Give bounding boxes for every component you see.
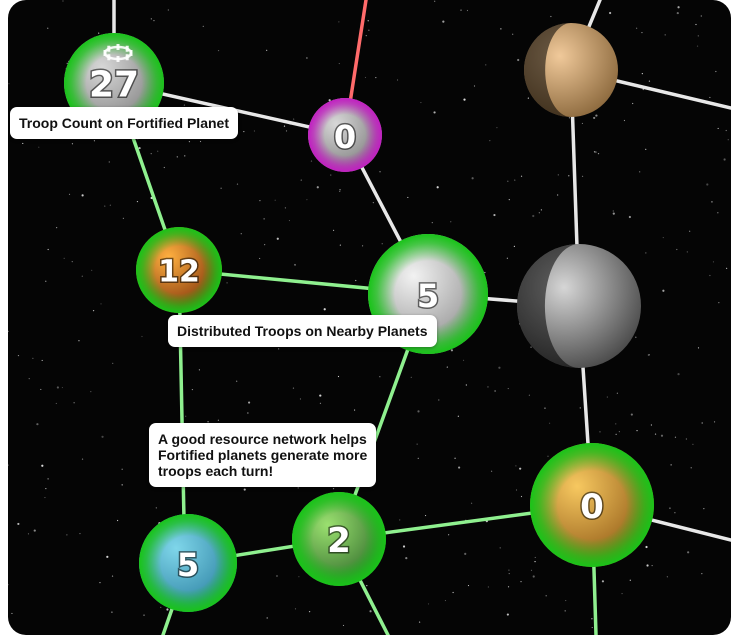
planet-enemy[interactable]: 0 [308,98,382,172]
troop-count: 0 [580,487,604,527]
troop-count: 5 [417,277,439,315]
troop-count: 27 [89,65,139,106]
troop-count: 12 [158,255,200,290]
resource-network-callout: A good resource network helps Fortified … [149,423,377,487]
game-board[interactable]: 27 0 12 5 0 2 5 Troop Count on Fortified Plane… [8,0,731,635]
fortified-troop-callout: Troop Count on Fortified Planet [10,107,238,139]
troop-count: 2 [327,521,351,561]
planet-tan-neutral[interactable] [524,23,618,117]
troop-count: 5 [177,546,199,584]
planet-green[interactable]: 2 [292,492,386,586]
planet-gold[interactable]: 0 [530,443,654,567]
planet-orange[interactable]: 12 [136,227,222,313]
planet-ocean[interactable]: 5 [139,514,237,612]
planet-moon-neutral[interactable] [517,244,641,368]
troop-count: 0 [334,118,356,156]
distributed-troops-callout: Distributed Troops on Nearby Planets [168,315,437,347]
starfield [8,0,729,629]
fortress-icon [103,44,133,62]
